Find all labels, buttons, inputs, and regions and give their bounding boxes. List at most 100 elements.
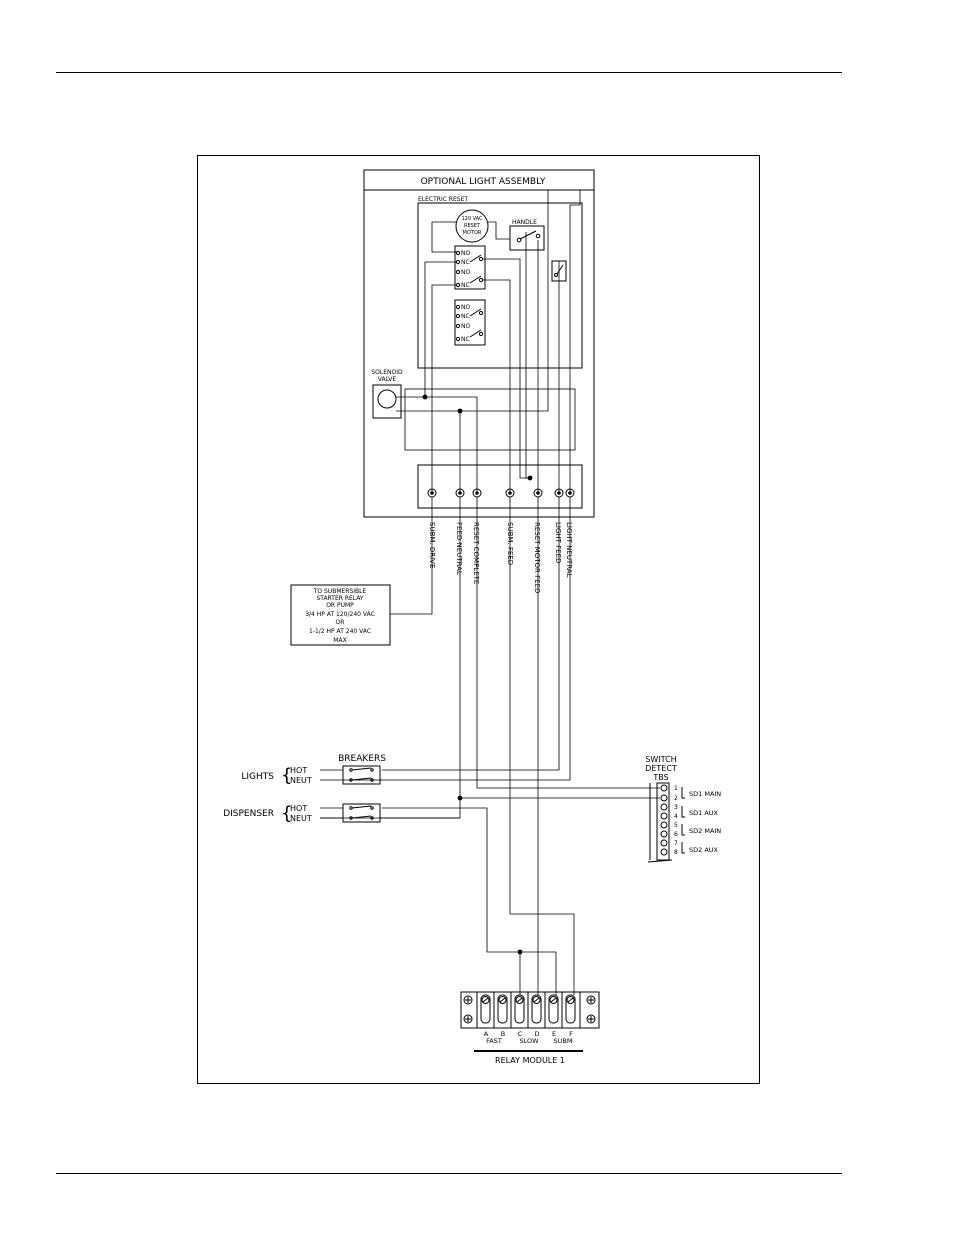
tbs-number: 8 xyxy=(674,849,678,856)
handle-contact-icon xyxy=(535,233,541,239)
contact-terminal-icon xyxy=(455,250,461,256)
relay-terminal-a xyxy=(476,992,491,1028)
switch-detect-screws xyxy=(660,784,668,856)
contact-no-label: NO xyxy=(461,323,470,330)
dispenser-label: DISPENSER xyxy=(223,809,274,819)
tbs-number: 2 xyxy=(674,795,678,802)
motor-label-1: 120 VAC xyxy=(461,216,483,222)
inner-wiring-loop xyxy=(404,388,576,451)
contact-nc-label: NC xyxy=(461,259,470,266)
relay-terminal-b xyxy=(493,992,508,1028)
contact-no-label: NO xyxy=(461,250,470,257)
relay-terminal-e xyxy=(544,992,559,1028)
tbs-number: 3 xyxy=(674,804,678,811)
light-assembly: OPTIONAL LIGHT ASSEMBLY ELECTRIC RESET 1… xyxy=(363,169,595,518)
solenoid-label-2: VALVE xyxy=(378,376,397,383)
junction-dot xyxy=(422,394,428,400)
contact-blade xyxy=(469,308,482,317)
contact-terminal-icon xyxy=(455,323,461,329)
tbs-break-mark xyxy=(647,859,673,863)
relay-letter: E xyxy=(552,1030,556,1038)
footer-rule xyxy=(56,1173,842,1174)
relay-group-subm: SUBM xyxy=(554,1037,573,1045)
contact-blade xyxy=(469,329,482,338)
contact-blade xyxy=(469,275,482,284)
tbs-number: 7 xyxy=(674,840,678,847)
contact-nc-label: NC xyxy=(461,313,470,320)
electric-reset-label: ELECTRIC RESET xyxy=(418,196,468,203)
junction-dot xyxy=(517,949,523,955)
starter-note-line: TO SUBMERSIBLE xyxy=(313,588,367,595)
reset-motor-icon xyxy=(455,209,489,243)
tbs-number: 4 xyxy=(674,813,678,820)
junction-dot xyxy=(527,475,533,481)
handle-label: HANDLE xyxy=(512,219,537,226)
switch-detect-title: SWITCH xyxy=(645,755,676,764)
lights-neut-label: NEUT xyxy=(290,776,312,785)
assembly-terminal-strip xyxy=(417,464,583,509)
dispenser-neut-label: NEUT xyxy=(290,814,312,823)
contact-block-lower xyxy=(454,299,486,346)
handle-switch-blade xyxy=(519,230,537,240)
relay-letter: C xyxy=(518,1030,523,1038)
switch-detect-block xyxy=(656,782,670,861)
terminal-label-light-feed: LIGHT FEED xyxy=(554,522,562,563)
relay-group-fast: FAST xyxy=(486,1037,502,1045)
diagram-frame xyxy=(197,155,760,1084)
contact-terminal-icon xyxy=(455,336,461,342)
assembly-wiring xyxy=(396,190,581,493)
field-wiring xyxy=(320,497,660,995)
terminal-label-reset-complete: RESET COMPLETE xyxy=(472,522,480,584)
contact-terminal-icon xyxy=(478,310,484,316)
header-rule xyxy=(56,72,842,73)
tbs-label-sd1-main: SD1 MAIN xyxy=(689,790,721,798)
handle-contact-icon xyxy=(516,237,522,243)
breakers-title: BREAKERS xyxy=(338,754,386,764)
dispenser-breaker xyxy=(342,803,381,823)
assembly-title: OPTIONAL LIGHT ASSEMBLY xyxy=(421,177,546,187)
light-switch-contact-icon xyxy=(554,273,558,277)
light-switch-blade xyxy=(556,264,564,275)
starter-note-line: 3/4 HP AT 120/240 VAC xyxy=(305,611,375,618)
tbs-brackets xyxy=(681,787,685,854)
contact-terminal-icon xyxy=(455,304,461,310)
tbs-number: 6 xyxy=(674,831,678,838)
terminal-label-reset-motor-feed: RESET MOTOR FEED xyxy=(533,522,541,593)
junction-dot xyxy=(457,795,463,801)
breaker-contacts xyxy=(349,767,374,820)
breakers: BREAKERS LIGHTS DISPENSER { { HOT NEUT H… xyxy=(223,754,460,824)
switch-detect-tbs: SWITCH DETECT TBS 1 2 3 4 5 6 7 8 xyxy=(645,755,721,863)
dispenser-hot-label: HOT xyxy=(290,804,307,813)
tbs-label-sd1-aux: SD1 AUX xyxy=(689,809,719,817)
relay-terminals xyxy=(476,992,581,1028)
electric-reset-box xyxy=(417,202,583,369)
relay-letter: B xyxy=(501,1030,505,1038)
tbs-number: 5 xyxy=(674,822,678,829)
terminal-label-light-neutral: LIGHT NEUTRAL xyxy=(565,522,573,578)
relay-module-body xyxy=(460,991,600,1029)
starter-note-line: OR xyxy=(336,619,345,626)
starter-note-line: 1-1/2 HP AT 240 VAC xyxy=(309,628,371,635)
junction-dot xyxy=(457,408,463,414)
tbs-label-sd2-main: SD2 MAIN xyxy=(689,827,721,835)
relay-group-slow: SLOW xyxy=(519,1037,539,1045)
solenoid-valve-icon xyxy=(377,389,397,409)
assembly-outline xyxy=(363,169,595,518)
contact-nc-label: NC xyxy=(461,336,470,343)
starter-note: TO SUBMERSIBLE STARTER RELAY OR PUMP 3/4… xyxy=(290,584,391,646)
lights-brace-icon: { xyxy=(281,765,292,786)
switch-detect-title: TBS xyxy=(652,773,668,782)
relay-terminal-c xyxy=(510,992,525,1028)
relay-letter: F xyxy=(569,1030,573,1038)
relay-letter: A xyxy=(484,1030,489,1038)
contact-terminal-icon xyxy=(455,269,461,275)
lights-label: LIGHTS xyxy=(241,772,274,782)
contact-terminal-icon xyxy=(455,313,461,319)
contact-no-label: NO xyxy=(461,269,470,276)
starter-note-line: OR PUMP xyxy=(326,602,354,609)
solenoid-label-1: SOLENOID xyxy=(371,369,403,376)
contact-block-upper xyxy=(454,245,486,290)
contact-nc-label: NC xyxy=(461,282,470,289)
contact-terminal-icon xyxy=(478,256,484,262)
